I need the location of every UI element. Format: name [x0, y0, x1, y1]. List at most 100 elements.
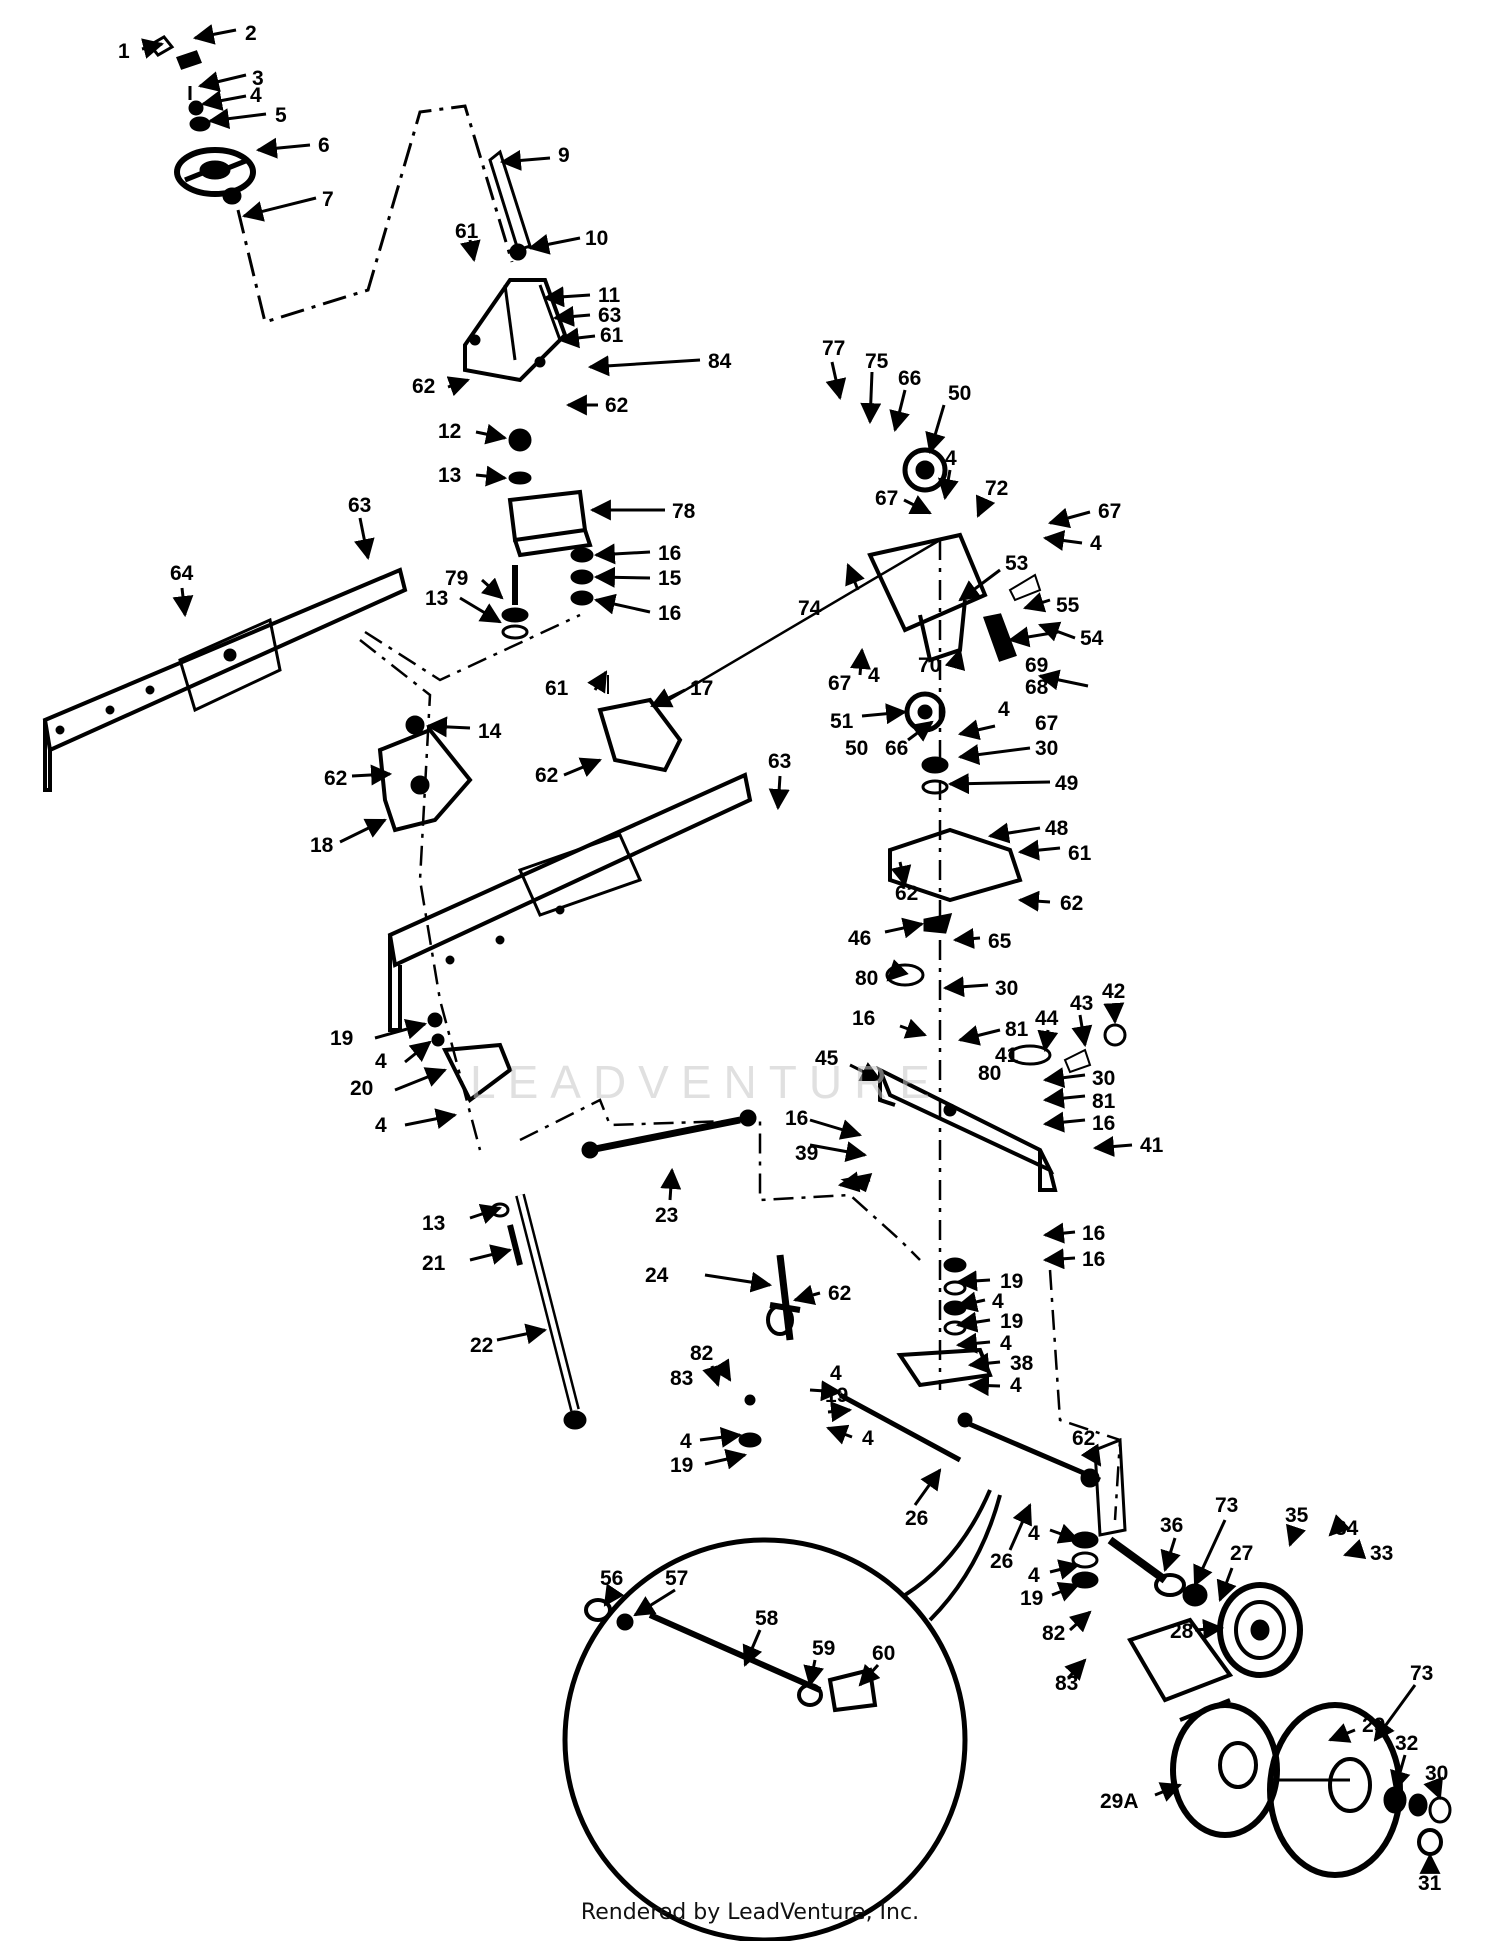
axle-bracket-17 — [597, 675, 683, 773]
label-82: 82 — [690, 1342, 713, 1365]
label-24: 24 — [645, 1264, 669, 1287]
label-35: 35 — [1285, 1504, 1309, 1527]
tie-rod-assembly — [838, 1257, 1127, 1537]
label-3: 3 — [252, 67, 264, 90]
label-6: 6 — [318, 134, 330, 157]
pulley — [1217, 1582, 1303, 1678]
label-14: 14 — [478, 720, 502, 743]
label-19: 19 — [670, 1454, 693, 1477]
label-29A: 29A — [1100, 1790, 1139, 1813]
drawing-linework — [42, 35, 1452, 1941]
label-30: 30 — [1425, 1762, 1448, 1785]
label-81: 81 — [1092, 1090, 1116, 1113]
connector-dashed-2 — [359, 639, 482, 1151]
label-51: 51 — [830, 710, 854, 733]
steering-arm-bracket — [427, 1012, 513, 1104]
label-84: 84 — [708, 350, 732, 373]
label-31: 31 — [1418, 1872, 1442, 1895]
label-62: 62 — [605, 394, 628, 417]
label-48: 48 — [1045, 817, 1069, 840]
steering-column-bracket — [463, 278, 568, 383]
inset-detail — [562, 1489, 1002, 1941]
label-67: 67 — [1098, 500, 1121, 523]
label-36: 36 — [1160, 1514, 1183, 1537]
part-labels: 1 2 3 4 5 6 7 9 10 61 11 63 61 84 62 62 … — [118, 22, 1448, 1895]
label-49: 49 — [1055, 772, 1078, 795]
label-62: 62 — [828, 1282, 851, 1305]
label-32: 32 — [1395, 1732, 1418, 1755]
label-5: 5 — [275, 104, 287, 127]
label-4: 4 — [998, 698, 1010, 721]
label-20: 20 — [350, 1077, 373, 1100]
label-2: 2 — [245, 22, 257, 45]
label-16: 16 — [1082, 1222, 1105, 1245]
label-4: 4 — [680, 1430, 692, 1453]
label-12: 12 — [438, 420, 461, 443]
label-19: 19 — [1000, 1270, 1023, 1293]
label-16: 16 — [1082, 1248, 1105, 1271]
leader-arrows — [141, 24, 1444, 1874]
label-27: 27 — [1230, 1542, 1253, 1565]
label-4: 4 — [1000, 1332, 1012, 1355]
pivot-bracket-upper — [867, 447, 1042, 733]
label-11: 11 — [598, 284, 621, 307]
label-9: 9 — [558, 144, 570, 167]
label-63: 63 — [598, 304, 621, 327]
label-75: 75 — [865, 350, 889, 373]
label-56: 56 — [600, 1567, 623, 1590]
label-16: 16 — [852, 1007, 875, 1030]
label-4: 4 — [1028, 1522, 1040, 1545]
label-4: 4 — [1090, 532, 1102, 555]
label-4: 4 — [830, 1362, 842, 1385]
label-13: 13 — [438, 464, 461, 487]
label-38: 38 — [1010, 1352, 1034, 1375]
label-78: 78 — [672, 500, 696, 523]
left-frame-rail — [42, 567, 408, 792]
label-7: 7 — [322, 188, 334, 211]
label-19: 19 — [1020, 1587, 1043, 1610]
label-10: 10 — [585, 227, 608, 250]
footer-credit: Rendered by LeadVenture, Inc. — [580, 1900, 920, 1925]
label-43: 43 — [1070, 992, 1093, 1015]
label-61: 61 — [455, 220, 479, 243]
label-15: 15 — [658, 567, 682, 590]
label-69: 69 — [1025, 654, 1048, 677]
label-4: 4 — [862, 1427, 874, 1450]
drag-link — [581, 1109, 873, 1193]
label-19: 19 — [1000, 1310, 1023, 1333]
label-26: 26 — [990, 1550, 1013, 1573]
wheel-29A — [1127, 1617, 1280, 1838]
label-46: 46 — [848, 927, 871, 950]
label-72: 72 — [985, 477, 1008, 500]
label-70: 70 — [918, 654, 941, 677]
label-67: 67 — [875, 487, 898, 510]
spindle-hub — [1071, 1531, 1208, 1607]
label-80: 80 — [855, 967, 878, 990]
label-4: 4 — [250, 84, 262, 107]
steering-wheel — [147, 35, 256, 205]
label-63: 63 — [768, 750, 791, 773]
label-1: 1 — [118, 40, 130, 63]
label-28: 28 — [1170, 1620, 1194, 1643]
label-30: 30 — [995, 977, 1018, 1000]
label-62: 62 — [324, 767, 347, 790]
label-68: 68 — [1025, 676, 1049, 699]
front-axle — [876, 963, 1127, 1192]
connector-dashed-6 — [1048, 1269, 1122, 1521]
label-26: 26 — [905, 1507, 928, 1530]
label-16: 16 — [658, 542, 681, 565]
label-4: 4 — [1028, 1564, 1040, 1587]
wheel-29 — [1267, 1702, 1452, 1878]
label-55: 55 — [1056, 594, 1080, 617]
label-4: 4 — [1010, 1374, 1022, 1397]
label-13: 13 — [422, 1212, 445, 1235]
label-59: 59 — [812, 1637, 835, 1660]
label-67: 67 — [828, 672, 851, 695]
label-41: 41 — [1140, 1134, 1164, 1157]
steering-shaft-line — [236, 104, 514, 324]
label-80: 80 — [978, 1062, 1001, 1085]
label-57: 57 — [665, 1567, 688, 1590]
label-4: 4 — [992, 1290, 1004, 1313]
label-4: 4 — [868, 664, 880, 687]
